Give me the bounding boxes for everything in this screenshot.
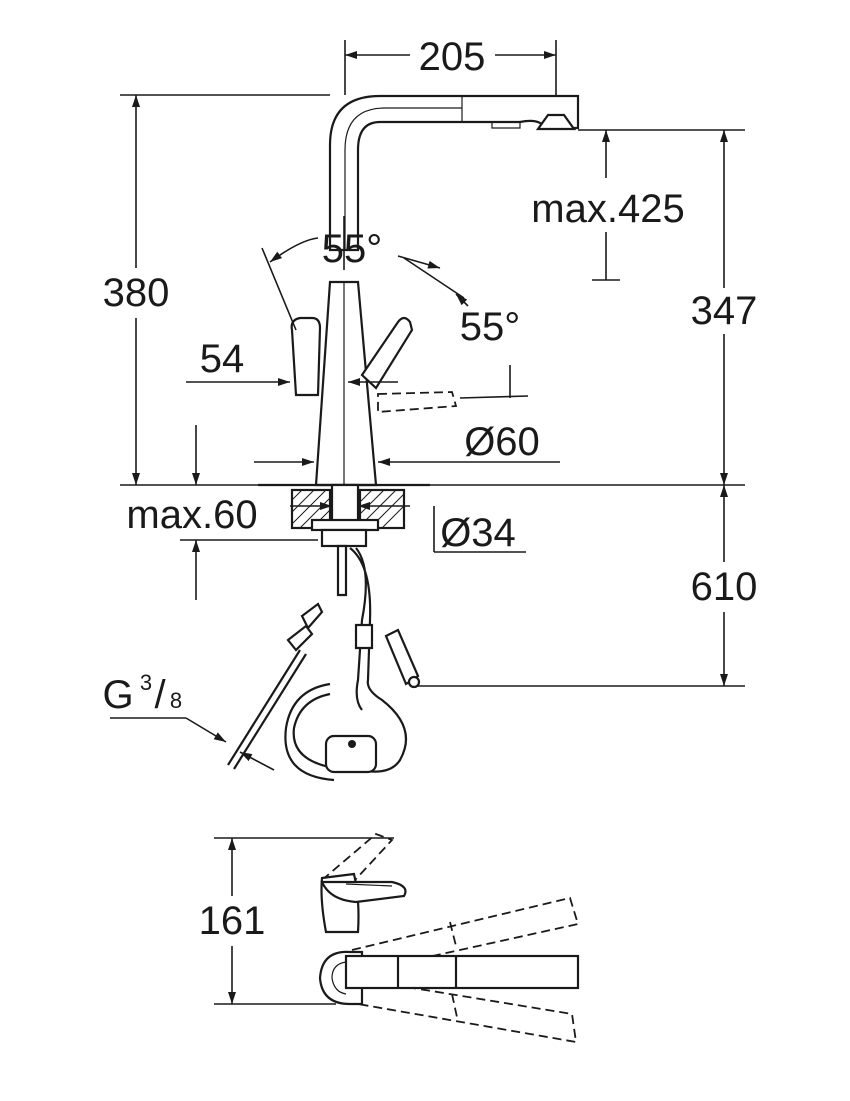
dim-380-label: 380: [103, 271, 170, 315]
dimension-d34: Ø34: [290, 502, 526, 555]
dim-205-label: 205: [419, 35, 486, 79]
dim-d34-label: Ø34: [440, 511, 516, 555]
dimension-54: 54: [186, 337, 398, 386]
dimension-610: 610: [416, 484, 758, 687]
faucet-body: [314, 280, 378, 487]
angle-right-label: 55°: [460, 305, 521, 349]
pullout-hose: [349, 547, 408, 773]
top-base-inner: [331, 961, 347, 995]
dim-d60-label: Ø60: [464, 420, 540, 464]
supply-hose-center: [336, 544, 348, 597]
shank-bottom: [320, 528, 368, 548]
supply-connector-right: [384, 628, 420, 686]
dim-161-label: 161: [199, 899, 266, 943]
dimension-161: 161: [199, 837, 394, 1005]
spout-outline: [328, 94, 580, 252]
dimension-angle-left: 55°: [261, 216, 383, 331]
faucet-side-view: [227, 94, 580, 782]
top-lever-inner: [345, 883, 393, 887]
lever-right: [360, 316, 414, 390]
dim-max425-label: max.425: [531, 187, 684, 231]
dimension-thread: G 3 / 8: [102, 670, 275, 771]
hose-weight: [324, 734, 378, 774]
dim-max60-label: max.60: [126, 493, 257, 537]
dimension-angle-right: 55°: [397, 255, 529, 399]
thread-label-slash: /: [154, 673, 166, 717]
mounting-nut: [310, 518, 380, 532]
top-lever-dashed-up: [321, 832, 394, 893]
top-lever: [320, 880, 407, 904]
hose-coupling: [354, 623, 374, 650]
thread-label-base: G: [102, 673, 133, 717]
dim-347-label: 347: [691, 289, 758, 333]
dimension-d60: Ø60: [254, 420, 560, 466]
connector-right-end: [407, 675, 421, 689]
spray-button: [491, 121, 521, 129]
top-spout-dashed-up: [351, 896, 580, 973]
hose-loop: [284, 682, 335, 782]
spray-head: [535, 113, 577, 131]
hose-weight-hole: [348, 740, 356, 748]
dimension-380: 380: [103, 94, 330, 486]
lever-left: [290, 316, 322, 397]
thread-label-num: 3: [140, 670, 152, 695]
dimension-205: 205: [344, 35, 557, 95]
supply-connector-left: [286, 602, 324, 652]
supply-line-left: [227, 649, 307, 770]
dimension-347: 347: [691, 130, 758, 485]
dim-610-label: 610: [691, 565, 758, 609]
thread-label-den: 8: [170, 688, 182, 713]
dimension-max425: max.425: [531, 129, 745, 281]
faucet-top-view: [318, 832, 580, 1044]
spout-inner-line: [344, 96, 463, 250]
dim-54-label: 54: [200, 337, 245, 381]
top-spout: [344, 954, 580, 990]
dimension-max60: max.60: [126, 425, 318, 600]
angle-left-label: 55°: [322, 227, 383, 271]
lever-dashed: [377, 391, 458, 413]
top-spout-dashed-down: [351, 977, 578, 1044]
